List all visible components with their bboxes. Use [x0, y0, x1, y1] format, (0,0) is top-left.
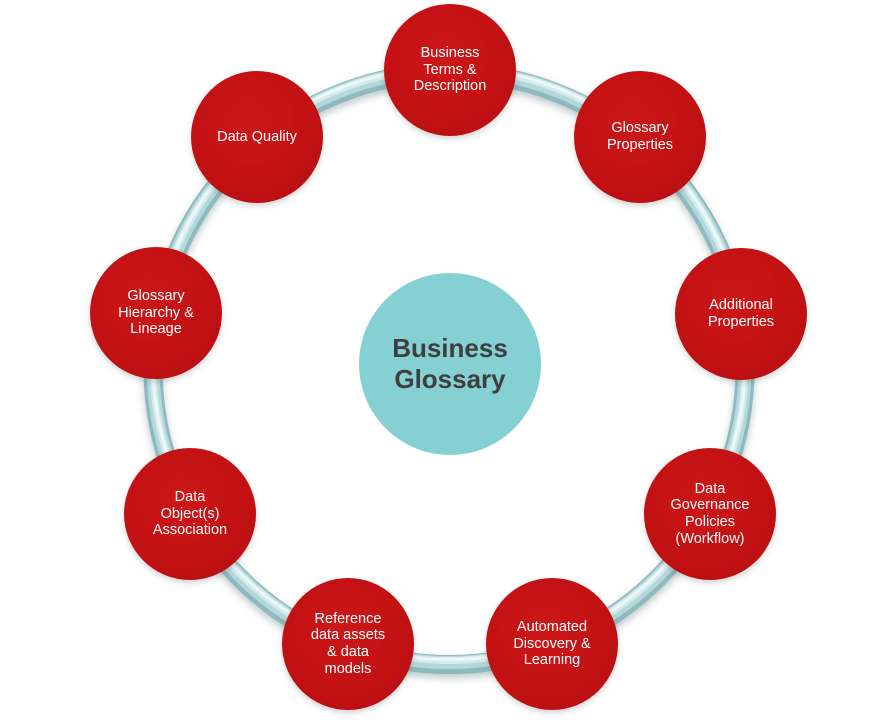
center-hub-label: Business Glossary — [392, 333, 508, 394]
node-automated-discovery-learning: Automated Discovery & Learning — [486, 578, 618, 710]
node-label: Business Terms & Description — [413, 44, 487, 95]
node-glossary-hierarchy-lineage: Glossary Hierarchy & Lineage — [90, 247, 222, 379]
node-label: Data Governance Policies (Workflow) — [670, 480, 750, 547]
node-label: Glossary Hierarchy & Lineage — [118, 287, 194, 338]
node-additional-properties: Additional Properties — [675, 248, 807, 380]
node-label: Automated Discovery & Learning — [513, 618, 591, 669]
node-label: Data Quality — [217, 128, 297, 145]
node-business-terms-description: Business Terms & Description — [384, 4, 516, 136]
node-data-quality: Data Quality — [191, 71, 323, 203]
center-hub-circle: Business Glossary — [359, 273, 541, 455]
node-label: Reference data assets & data models — [310, 610, 386, 677]
node-label: Data Object(s) Association — [152, 488, 228, 539]
node-label: Additional Properties — [707, 297, 775, 330]
node-data-governance-policies: Data Governance Policies (Workflow) — [644, 448, 776, 580]
node-reference-data-assets-models: Reference data assets & data models — [282, 578, 414, 710]
node-glossary-properties: Glossary Properties — [574, 71, 706, 203]
node-data-objects-association: Data Object(s) Association — [124, 448, 256, 580]
node-label: Glossary Properties — [606, 120, 674, 153]
